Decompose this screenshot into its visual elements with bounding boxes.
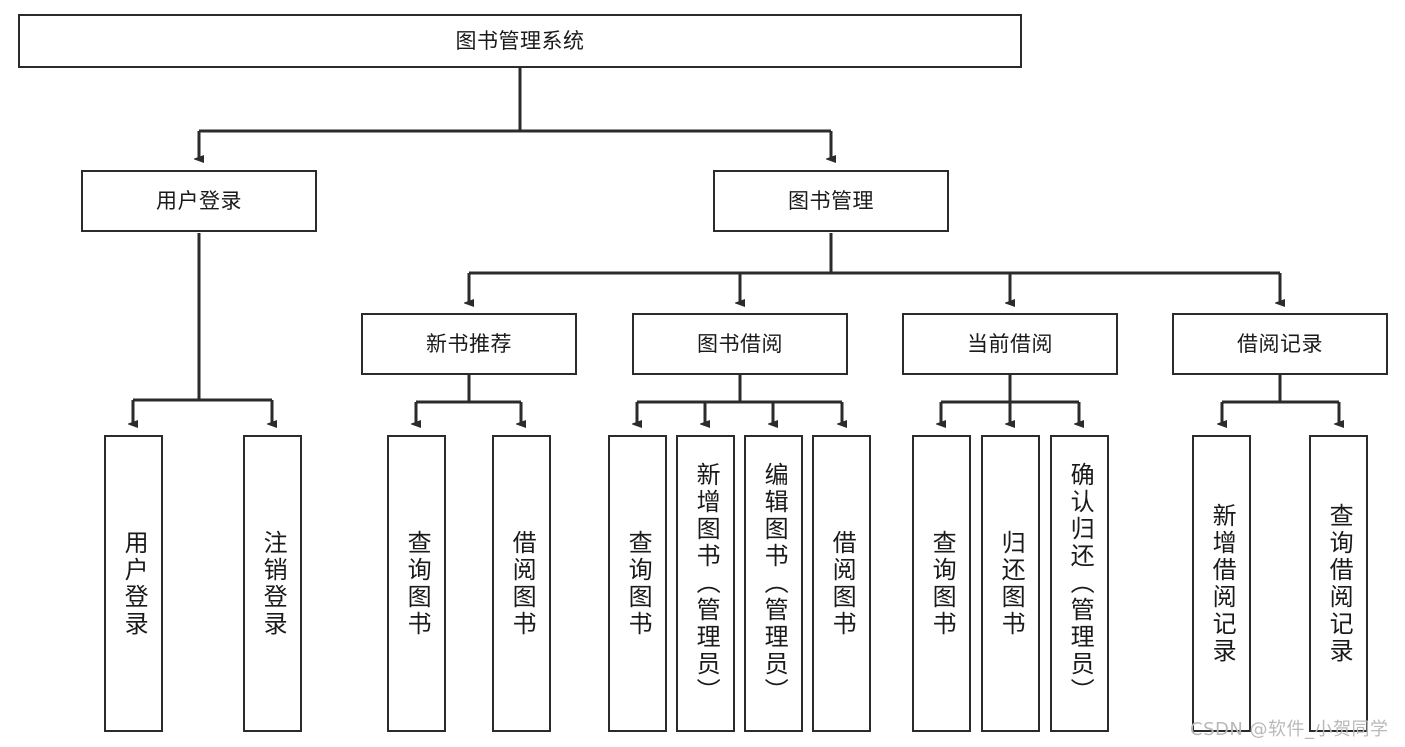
leaf-user-login-logout[interactable]: 注销登录 [243, 435, 302, 732]
node-root-label: 图书管理系统 [455, 28, 585, 53]
leaf-borrow-borrow-book[interactable]: 借阅图书 [812, 435, 871, 732]
node-current-borrow-label: 当前借阅 [967, 331, 1053, 356]
leaf-current-query-book-label: 查询图书 [928, 529, 957, 638]
leaf-borrow-add-book[interactable]: 新增图书（管理员） [676, 435, 735, 732]
leaf-current-query-book[interactable]: 查询图书 [912, 435, 971, 732]
node-new-book-recommend-label: 新书推荐 [426, 331, 512, 356]
leaf-borrow-edit-book[interactable]: 编辑图书（管理员） [744, 435, 803, 732]
leaf-user-login-login-label: 用户登录 [120, 529, 149, 638]
leaf-new-book-query-label: 查询图书 [403, 529, 432, 638]
watermark-text: CSDN @软件_小贺同学 [1190, 719, 1389, 740]
leaf-current-return-book-label: 归还图书 [997, 529, 1026, 638]
leaf-borrow-query-book-label: 查询图书 [624, 529, 653, 638]
leaf-borrow-edit-book-label: 编辑图书（管理员） [760, 462, 789, 705]
leaf-records-query-record-label: 查询借阅记录 [1325, 502, 1354, 665]
node-book-borrow-label: 图书借阅 [697, 331, 783, 356]
node-book-borrow[interactable]: 图书借阅 [632, 313, 848, 375]
leaf-records-query-record[interactable]: 查询借阅记录 [1309, 435, 1368, 732]
leaf-current-confirm-return[interactable]: 确认归还（管理员） [1050, 435, 1109, 732]
node-user-login-label: 用户登录 [156, 188, 242, 213]
leaf-borrow-add-book-label: 新增图书（管理员） [692, 462, 721, 705]
node-book-management-label: 图书管理 [788, 188, 874, 213]
node-borrow-records[interactable]: 借阅记录 [1172, 313, 1388, 375]
node-root[interactable]: 图书管理系统 [18, 14, 1022, 68]
leaf-records-add-record[interactable]: 新增借阅记录 [1192, 435, 1251, 732]
leaf-new-book-borrow-label: 借阅图书 [508, 529, 537, 638]
leaf-new-book-query[interactable]: 查询图书 [387, 435, 446, 732]
leaf-borrow-borrow-book-label: 借阅图书 [828, 529, 857, 638]
node-new-book-recommend[interactable]: 新书推荐 [361, 313, 577, 375]
node-user-login[interactable]: 用户登录 [81, 170, 317, 232]
leaf-current-confirm-return-label: 确认归还（管理员） [1066, 462, 1095, 705]
leaf-new-book-borrow[interactable]: 借阅图书 [492, 435, 551, 732]
leaf-user-login-logout-label: 注销登录 [259, 529, 288, 638]
node-book-management[interactable]: 图书管理 [713, 170, 949, 232]
leaf-borrow-query-book[interactable]: 查询图书 [608, 435, 667, 732]
leaf-current-return-book[interactable]: 归还图书 [981, 435, 1040, 732]
node-current-borrow[interactable]: 当前借阅 [902, 313, 1118, 375]
leaf-user-login-login[interactable]: 用户登录 [104, 435, 163, 732]
leaf-records-add-record-label: 新增借阅记录 [1208, 502, 1237, 665]
node-borrow-records-label: 借阅记录 [1237, 331, 1323, 356]
